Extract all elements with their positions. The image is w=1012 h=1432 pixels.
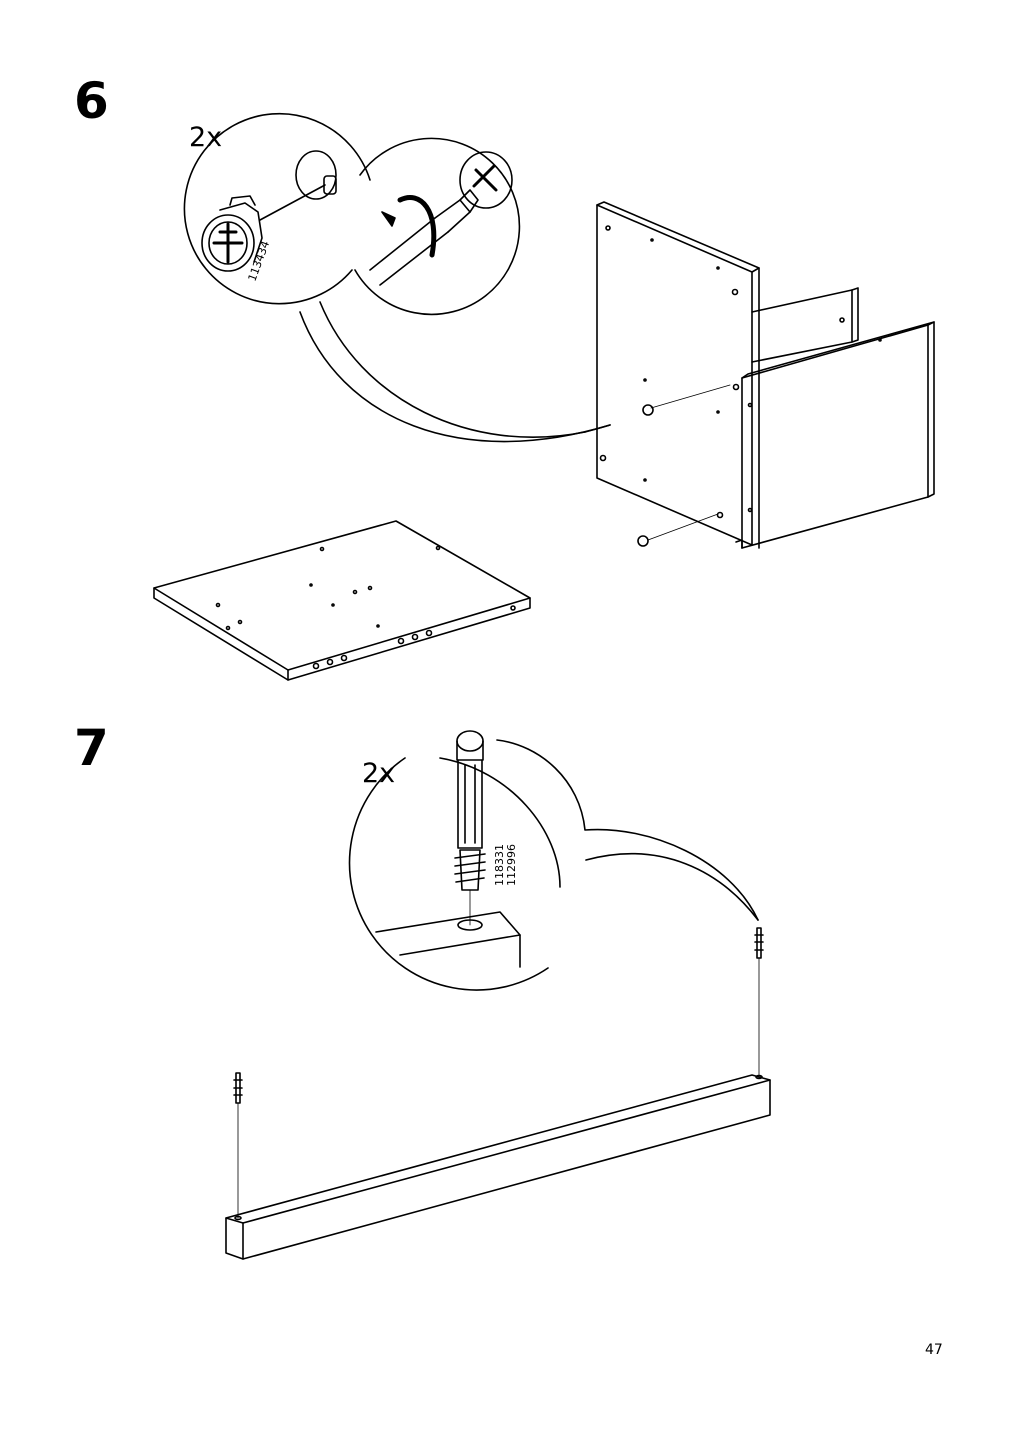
step-6-number: 6	[74, 72, 109, 130]
step-7-detail-circle	[348, 739, 759, 991]
cam-fitting-upper	[642, 384, 731, 416]
step-7-part-code-2: 112996	[505, 844, 518, 886]
dowel-screw-icon	[454, 730, 486, 926]
step-6-detail-circle-fitting	[183, 112, 611, 443]
cam-lock-fitting-icon	[201, 150, 337, 272]
step-6-part-code: 113434	[246, 239, 273, 283]
side-panel	[596, 201, 760, 549]
front-panel	[735, 321, 935, 549]
back-rail	[751, 287, 859, 363]
cam-fitting-lower	[637, 513, 719, 547]
step-7-part-code-1: 118331	[493, 844, 506, 886]
bottom-board	[153, 520, 531, 681]
step-6-detail-circle-screwdriver	[354, 137, 521, 316]
page-number: 47	[925, 1342, 943, 1358]
screwdriver-icon	[369, 151, 513, 286]
dowel-right	[754, 927, 764, 1076]
step-7-number: 7	[74, 719, 109, 777]
rotate-arrow-icon	[381, 195, 437, 258]
long-rail	[225, 1074, 771, 1260]
step-7-detail-board	[375, 911, 521, 968]
dowel-left	[233, 1072, 243, 1219]
